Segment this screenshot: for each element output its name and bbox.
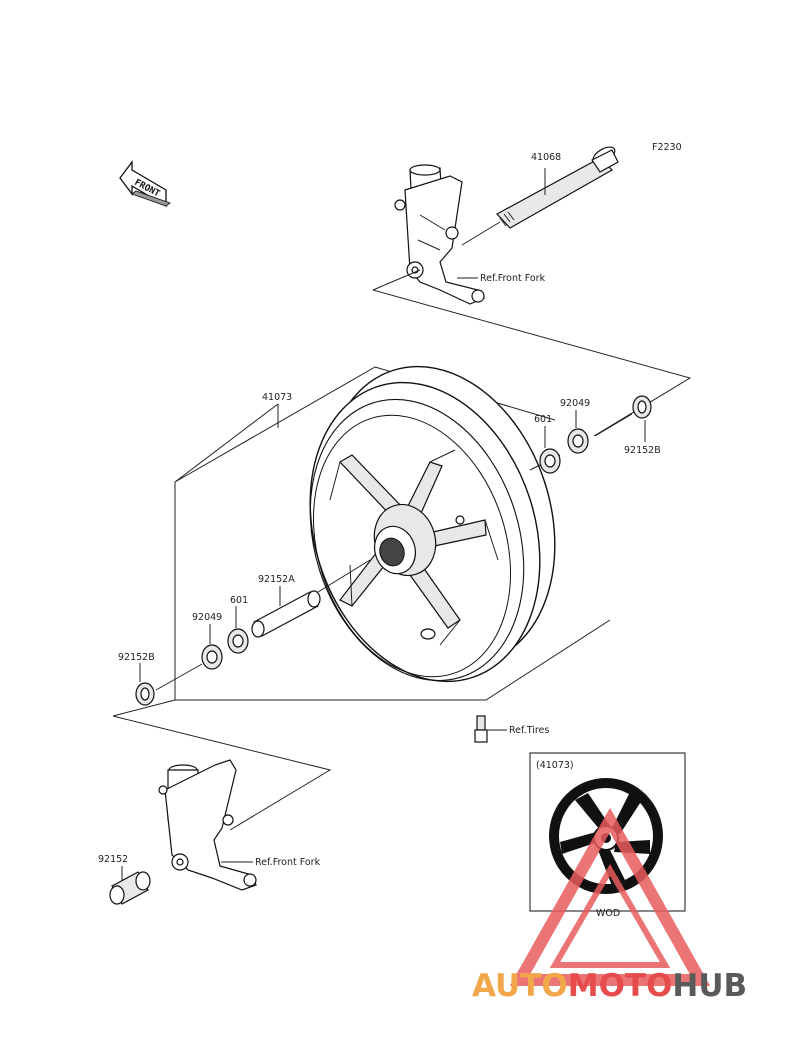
watermark-moto: MOTO xyxy=(568,968,673,1004)
callout-ref-front-fork-top: Ref.Front Fork xyxy=(480,273,546,284)
bearing-601-right xyxy=(539,448,561,474)
inset-part-ref: (41073) xyxy=(536,760,574,771)
axle-41068 xyxy=(496,146,619,229)
watermark-auto: AUTO xyxy=(472,968,568,1004)
callout-bearing-right: 601 xyxy=(534,414,552,425)
front-wheel-41073 xyxy=(309,365,556,683)
inset-color-code: WOD xyxy=(596,908,620,919)
collar-92152b-left xyxy=(135,682,155,706)
seal-92049-left xyxy=(201,644,223,670)
callout-collar-bottom: 92152 xyxy=(98,854,128,865)
callout-axle: 41068 xyxy=(531,152,561,163)
callout-ref-front-fork-bottom: Ref.Front Fork xyxy=(255,857,321,868)
callout-seal-left: 92049 xyxy=(192,612,222,623)
callout-wheel: 41073 xyxy=(262,392,292,403)
seal-92049-right xyxy=(567,428,589,454)
collar-92152 xyxy=(109,871,151,905)
figure-code: F2230 xyxy=(652,142,682,153)
callout-ref-tires: Ref.Tires xyxy=(509,725,549,736)
callout-collar-right: 92152B xyxy=(624,445,661,456)
front-fork-top xyxy=(394,164,485,305)
front-arrow-icon: FRONT xyxy=(119,160,171,208)
callout-seal-right: 92049 xyxy=(560,398,590,409)
collar-92152b-right xyxy=(632,395,652,419)
front-fork-bottom xyxy=(158,759,257,891)
spacer-92152a xyxy=(251,590,321,638)
callout-bearing-left: 601 xyxy=(230,595,248,606)
watermark-text: AUTOMOTOHUB xyxy=(472,968,747,1004)
valve-stem xyxy=(474,715,488,743)
watermark-logo xyxy=(509,807,711,986)
callout-spacer: 92152A xyxy=(258,574,295,585)
watermark-hub: HUB xyxy=(672,968,747,1004)
bearing-601-left xyxy=(227,628,249,654)
callout-collar-left: 92152B xyxy=(118,652,155,663)
